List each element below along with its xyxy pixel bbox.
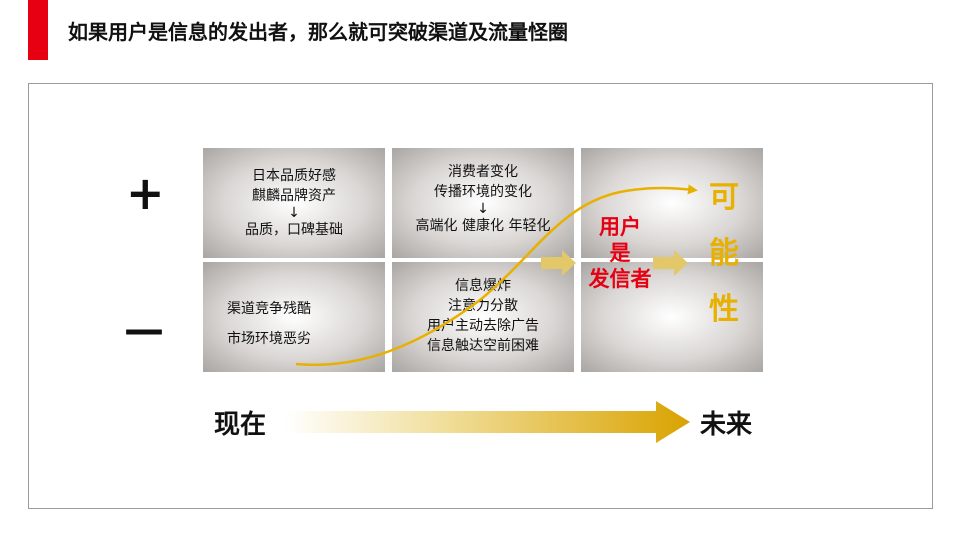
user-label-line: 是 [609, 241, 631, 265]
down-arrow-icon: ↓ [288, 205, 300, 221]
plus-sign: + [126, 166, 165, 220]
cell-text: 日本品质好感 [252, 168, 336, 184]
user-label-line: 发信者 [588, 267, 652, 291]
cell-text: 消费者变化 [448, 164, 518, 180]
timeline-end-label: 未来 [700, 410, 753, 440]
cell-top-right [581, 148, 763, 258]
cell-bottom-middle: 信息爆炸 注意力分散 用户主动去除广告 信息触达空前困难 [392, 262, 574, 372]
cell-text: 用户主动去除广告 [427, 318, 539, 334]
growth-curve [295, 184, 698, 367]
slide-title: 如果用户是信息的发出者，那么就可突破渠道及流量怪圈 [68, 20, 568, 44]
title-accent-bar [28, 0, 48, 60]
cell-bottom-right [581, 262, 763, 372]
timeline-start-label: 现在 [214, 410, 267, 440]
cell-text: 信息爆炸 [455, 278, 511, 294]
user-label-line: 用户 [599, 215, 641, 239]
cell-text: 麒麟品牌资产 [252, 188, 336, 204]
diagram-frame [28, 83, 933, 509]
possibility-char: 能 [709, 236, 739, 271]
cell-top-left: 日本品质好感 麒麟品牌资产 ↓ 品质，口碑基础 [203, 148, 385, 258]
minus-sign: — [124, 307, 164, 353]
cell-bottom-left: 渠道竞争残酷 市场环境恶劣 [203, 262, 385, 372]
down-arrow-icon: ↓ [477, 201, 489, 217]
cell-text: 高端化 健康化 年轻化 [415, 218, 551, 234]
cell-text: 信息触达空前困难 [427, 338, 539, 354]
cell-text: 市场环境恶劣 [227, 331, 311, 347]
user-is-sender-label: 用户 是 发信者 [578, 214, 662, 292]
block-arrow-icon [653, 250, 688, 276]
cell-text: 传播环境的变化 [434, 184, 532, 200]
cell-text: 品质，口碑基础 [245, 222, 343, 238]
possibility-char: 性 [709, 292, 739, 327]
possibility-char: 可 [709, 180, 739, 215]
timeline-arrow [285, 401, 690, 443]
cell-text: 渠道竞争残酷 [227, 301, 311, 317]
possibility-label: 可 能 性 [700, 170, 748, 338]
block-arrow-icon [541, 250, 576, 276]
